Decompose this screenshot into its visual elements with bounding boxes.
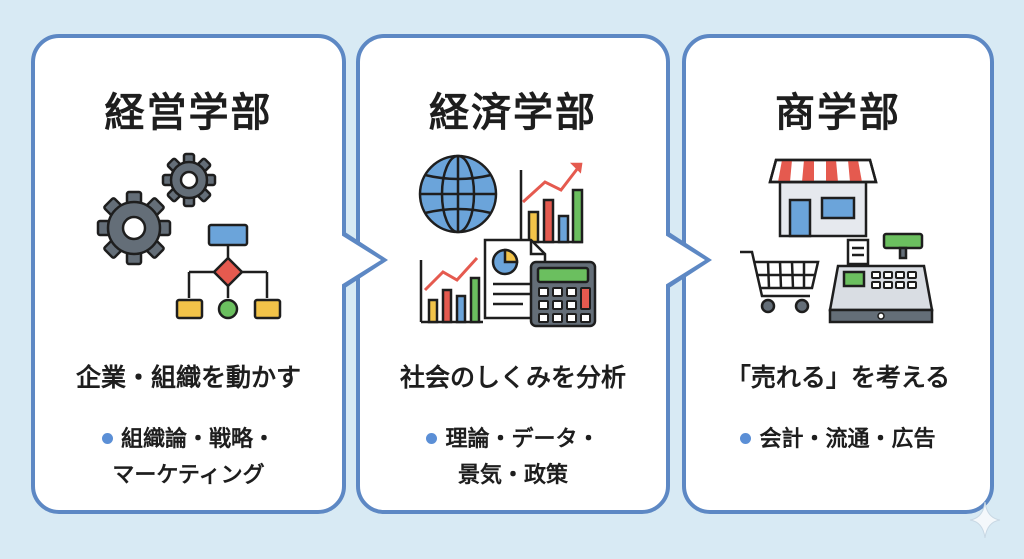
gears-flowchart-icon [96, 152, 281, 320]
store-cart-register-icon [740, 158, 934, 324]
small-gear-icon [161, 152, 216, 208]
topics-line-1: 会計・流通・広告 [759, 427, 936, 452]
bar-chart-icon [519, 162, 584, 244]
card-subtitle: 「売れる」を考える [725, 363, 951, 392]
flowchart-icon [175, 223, 281, 320]
faculty-card-commerce: 商学部 [682, 34, 994, 514]
globe-icon [418, 154, 498, 234]
card-subtitle: 企業・組織を動かす [75, 363, 301, 392]
store-icon [768, 158, 878, 238]
growth-chart-icon [419, 256, 483, 324]
card-topics: 理論・データ・ 景気・政策 [360, 422, 666, 494]
faculty-card-management: 経営学部 [31, 34, 346, 514]
card-topics: 会計・流通・広告 [686, 422, 990, 458]
sparkle-icon [969, 501, 1001, 539]
bullet-dot [740, 432, 752, 444]
card-title: 経済学部 [429, 90, 597, 136]
faculty-card-economics: 経済学部 [356, 34, 670, 514]
bullet-dot [101, 432, 113, 444]
calculator-icon [529, 260, 597, 328]
card-topics: 組織論・戦略・ マーケティング [35, 422, 342, 494]
shopping-cart-icon [740, 250, 820, 314]
card-title: 経営学部 [104, 90, 273, 136]
topics-line-1: 理論・データ・ [445, 427, 600, 452]
large-gear-icon [96, 190, 171, 266]
topics-line-2: マーケティング [112, 463, 265, 488]
card-title: 商学部 [775, 90, 901, 136]
topics-line-1: 組織論・戦略・ [120, 427, 275, 452]
cash-register-icon [828, 232, 934, 324]
topics-line-2: 景気・政策 [457, 463, 568, 488]
card-subtitle: 社会のしくみを分析 [399, 363, 626, 392]
globe-charts-calculator-icon [418, 154, 597, 328]
bullet-dot [426, 432, 438, 444]
